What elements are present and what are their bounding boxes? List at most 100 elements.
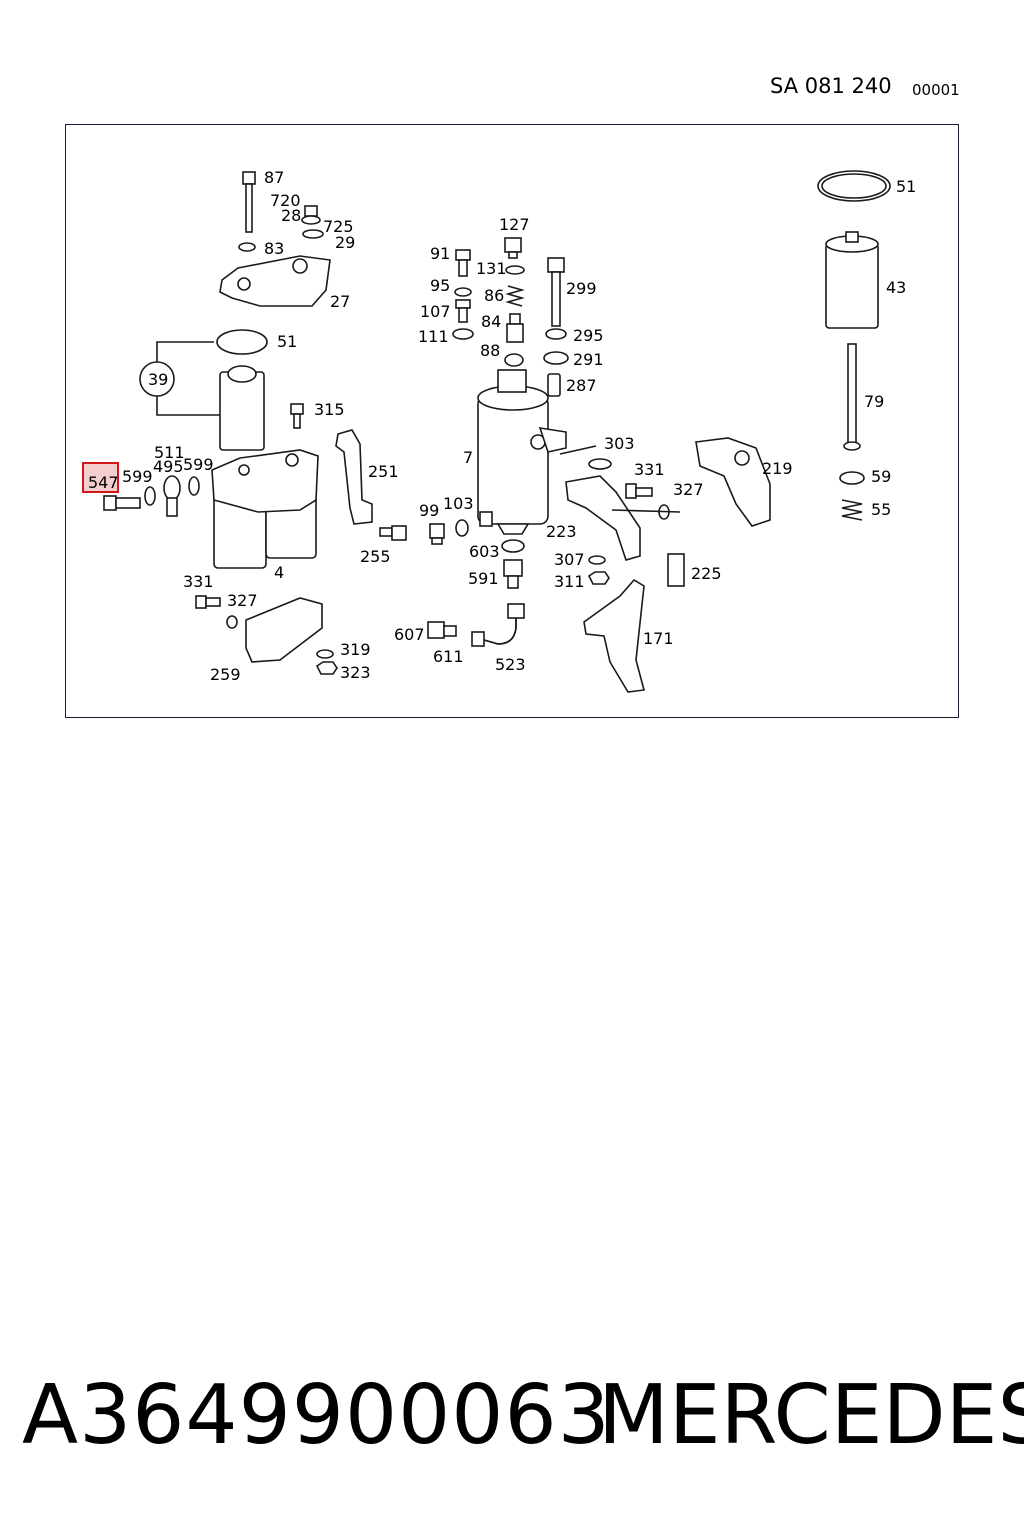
seal-59-icon	[839, 471, 865, 485]
callout-87: 87	[264, 168, 284, 187]
callout-95: 95	[430, 276, 450, 295]
callout-331b: 331	[634, 460, 665, 479]
screw-107-icon	[455, 299, 471, 323]
union-nut-607-icon	[427, 621, 457, 639]
callout-103: 103	[443, 494, 474, 513]
diagram-frame	[65, 124, 959, 718]
bolt-331b-icon	[625, 483, 653, 499]
callout-299: 299	[566, 279, 597, 298]
callout-171: 171	[643, 629, 674, 648]
lockwasher-327a-icon	[226, 615, 238, 629]
callout-27: 27	[330, 292, 350, 311]
callout-311: 311	[554, 572, 585, 591]
filter-element-39-icon	[219, 365, 265, 451]
bracket-251-icon	[335, 429, 373, 525]
washer-83-icon	[238, 242, 256, 252]
callout-255: 255	[360, 547, 391, 566]
double-filter-4-icon	[211, 449, 319, 569]
drawing-code: SA 081 240	[770, 74, 892, 98]
callout-291: 291	[573, 350, 604, 369]
callout-725: 725	[323, 217, 354, 236]
pipe-523-icon	[471, 603, 525, 647]
callout-295: 295	[573, 326, 604, 345]
callout-7: 7	[463, 448, 473, 467]
bracket-219-icon	[695, 437, 771, 527]
bolt-255-icon	[379, 525, 407, 541]
plug-99-icon	[429, 523, 445, 545]
bracket-259-icon	[245, 597, 323, 663]
callout-611: 611	[433, 647, 464, 666]
callout-91: 91	[430, 244, 450, 263]
callout-59: 59	[871, 467, 891, 486]
plug-28-icon	[301, 205, 321, 225]
plate-225-icon	[667, 553, 685, 587]
callout-523: 523	[495, 655, 526, 674]
callout-303: 303	[604, 434, 635, 453]
valve-84-icon	[506, 313, 524, 343]
nut-323-icon	[315, 661, 338, 675]
washer-725-icon	[302, 229, 324, 239]
callout-55: 55	[871, 500, 891, 519]
bolt-299-icon	[547, 257, 565, 327]
callout-28: 28	[281, 206, 301, 225]
callout-259: 259	[210, 665, 241, 684]
bolt-87-icon	[242, 171, 256, 233]
seal-103-icon	[455, 519, 469, 537]
callout-287: 287	[566, 376, 597, 395]
filter-element-43-icon	[825, 231, 879, 329]
nut-311-icon	[587, 571, 610, 585]
callout-720: 720	[270, 191, 301, 210]
washer-111-icon	[452, 328, 474, 340]
banjo-495-icon	[163, 475, 181, 517]
callout-83: 83	[264, 239, 284, 258]
seal-599b-icon	[188, 476, 200, 496]
callout-4: 4	[274, 563, 284, 582]
callout-107: 107	[420, 302, 451, 321]
callout-327a: 327	[227, 591, 258, 610]
spring-86-icon	[505, 285, 525, 307]
washer-131-icon	[505, 265, 525, 275]
callout-79: 79	[864, 392, 884, 411]
callout-223: 223	[546, 522, 577, 541]
callout-315: 315	[314, 400, 345, 419]
rubber-mount-291-icon	[543, 351, 569, 365]
callout-127: 127	[499, 215, 530, 234]
callout-599b: 599	[183, 455, 214, 474]
washer-307-icon	[588, 555, 606, 565]
callout-495: 495	[153, 457, 184, 476]
callout-29: 29	[335, 233, 355, 252]
bolt-315-icon	[290, 403, 304, 429]
sheet-number: 00001	[912, 81, 960, 99]
bolt-331a-icon	[195, 595, 221, 609]
callout-607: 607	[394, 625, 425, 644]
callout-131: 131	[476, 259, 507, 278]
callout-599a: 599	[122, 467, 153, 486]
seal-ring-51b-icon	[817, 170, 891, 202]
bracket-223-icon	[565, 475, 641, 561]
bolt-91-icon	[455, 249, 471, 277]
seal-ring-51a-icon	[216, 329, 268, 355]
callout-99: 99	[419, 501, 439, 520]
callout-251: 251	[368, 462, 399, 481]
callout-603: 603	[469, 542, 500, 561]
washer-319-icon	[316, 649, 334, 659]
callout-547: 547	[88, 473, 119, 492]
callout-307: 307	[554, 550, 585, 569]
callout-39: 39	[148, 370, 168, 389]
bracket-171-icon	[583, 578, 646, 693]
brand-name: MERCEDES	[598, 1368, 1024, 1463]
callout-331a: 331	[183, 572, 214, 591]
callout-86: 86	[484, 286, 504, 305]
highlight-box-547	[82, 462, 119, 493]
filter-head-27-icon	[219, 255, 331, 307]
callout-323: 323	[340, 663, 371, 682]
callout-319: 319	[340, 640, 371, 659]
spring-55-icon	[841, 499, 863, 521]
callout-225: 225	[691, 564, 722, 583]
callout-219: 219	[762, 459, 793, 478]
spacer-287-icon	[547, 373, 561, 397]
callout-43: 43	[886, 278, 906, 297]
hollow-bolt-547-icon	[103, 495, 141, 511]
washer-303-icon	[588, 458, 612, 470]
